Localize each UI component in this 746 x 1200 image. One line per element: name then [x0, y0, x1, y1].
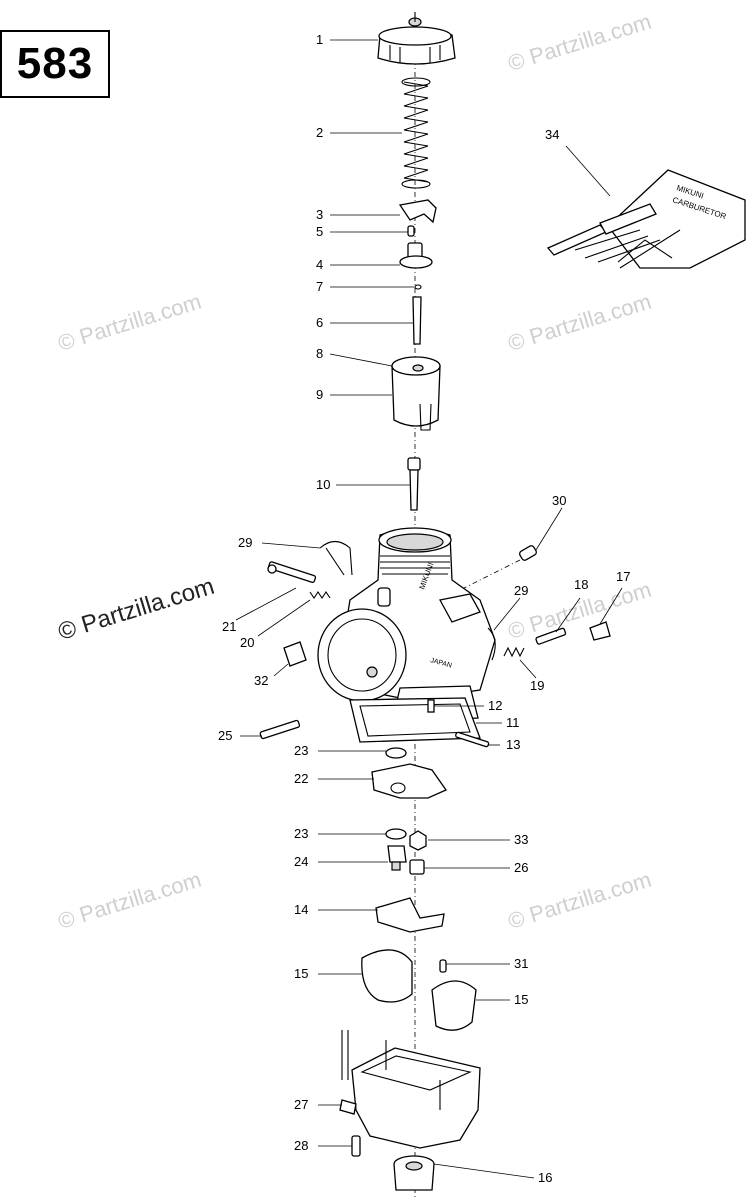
callout-34: 34 [545, 127, 560, 142]
callout-26: 26 [514, 860, 529, 875]
callout-15: 15 [514, 992, 529, 1007]
part-22-plate [371, 763, 447, 799]
callout-19: 19 [530, 678, 545, 693]
callout-16: 16 [538, 1170, 553, 1185]
callout-11: 11 [506, 715, 520, 730]
carburetor-body: MIKUNI JAPAN [317, 527, 496, 723]
part-15-float [361, 949, 413, 1003]
part-9-throttle-valve [391, 356, 441, 431]
diagram-number-badge: 583 [0, 30, 110, 98]
callout-8: 8 [316, 346, 324, 361]
part-20-spring [309, 591, 331, 599]
callout-3: 3 [316, 207, 324, 222]
part-29-hose [319, 540, 353, 576]
callout-4: 4 [316, 257, 324, 272]
part-19-spring [503, 646, 525, 658]
part-11-gasket [349, 697, 481, 743]
callout-33: 33 [514, 832, 529, 847]
part-30-screw [519, 545, 537, 561]
part-23-washer [385, 828, 407, 840]
part-5-pin [407, 225, 415, 237]
callout-6: 6 [316, 315, 324, 330]
part-18-screw [535, 627, 567, 645]
part-3-plate [398, 199, 437, 224]
callout-leaders [235, 39, 623, 1179]
callout-15: 15 [294, 966, 309, 981]
guide-line [459, 559, 521, 591]
callout-28: 28 [294, 1138, 309, 1153]
callout-32: 32 [254, 673, 269, 688]
callout-29: 29 [514, 583, 529, 598]
callout-25: 25 [218, 728, 233, 743]
part-27-clip [339, 1099, 357, 1115]
float-bowl [341, 1030, 481, 1149]
callout-13: 13 [506, 737, 521, 752]
part-2-spring [401, 77, 431, 189]
callout-20: 20 [240, 635, 255, 650]
callout-27: 27 [294, 1097, 309, 1112]
callout-5: 5 [316, 224, 324, 239]
part-32-sleeve [283, 641, 307, 667]
part-28-screw [351, 1135, 361, 1157]
callout-22: 22 [294, 771, 309, 786]
part-24-main-jet [387, 845, 407, 863]
part-17-cap [589, 621, 611, 641]
callout-18: 18 [574, 577, 589, 592]
callout-30: 30 [552, 493, 567, 508]
part-21-idle-screw [267, 561, 317, 584]
callout-2: 2 [316, 125, 324, 140]
part-34-tool-kit: MIKUNI CARBURETOR [546, 169, 746, 269]
callout-14: 14 [294, 902, 309, 917]
part-10-needle-jet [407, 457, 421, 511]
callout-23: 23 [294, 826, 309, 841]
diagram-number: 583 [16, 39, 94, 88]
part-26-pilot-jet [409, 859, 425, 875]
part-14-float-arm [375, 897, 445, 933]
callout-12: 12 [488, 698, 503, 713]
jet-thread [391, 861, 401, 871]
part-31-pin [439, 959, 447, 973]
part-33-nut [409, 830, 427, 851]
callout-21: 21 [222, 619, 237, 634]
part-1-cap [377, 12, 456, 65]
part-6-needle [412, 296, 422, 345]
part-12-pin [427, 699, 435, 713]
callout-29: 29 [238, 535, 253, 550]
part-15-float [431, 980, 477, 1031]
part-7-clip [414, 284, 422, 290]
callout-9: 9 [316, 387, 324, 402]
callout-1: 1 [316, 32, 324, 47]
callout-24: 24 [294, 854, 309, 869]
callout-31: 31 [514, 956, 529, 971]
part-16-drain-plug [393, 1155, 435, 1191]
part-25-screw [259, 719, 301, 740]
callout-23: 23 [294, 743, 309, 758]
part-4-holder [399, 242, 433, 269]
callout-17: 17 [616, 569, 631, 584]
callout-7: 7 [316, 279, 324, 294]
callout-10: 10 [316, 477, 331, 492]
part-23-washer [385, 747, 407, 759]
